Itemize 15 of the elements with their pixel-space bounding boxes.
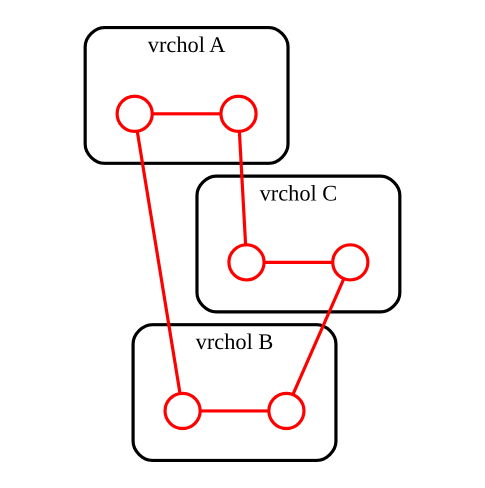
cluster: vrchol A: [84, 26, 290, 165]
node-circle: [227, 243, 266, 282]
connector: [200, 409, 268, 413]
connector: [238, 131, 248, 245]
node-circle: [163, 392, 202, 430]
connector: [264, 260, 332, 264]
cluster: vrchol B: [131, 323, 338, 462]
connector: [152, 112, 220, 116]
node-circle: [219, 94, 258, 133]
connector: [136, 130, 182, 394]
node-circle: [331, 243, 370, 282]
node-circle: [267, 392, 306, 430]
connector: [292, 278, 346, 395]
cluster: vrchol C: [195, 174, 402, 314]
node-circle: [116, 94, 154, 133]
